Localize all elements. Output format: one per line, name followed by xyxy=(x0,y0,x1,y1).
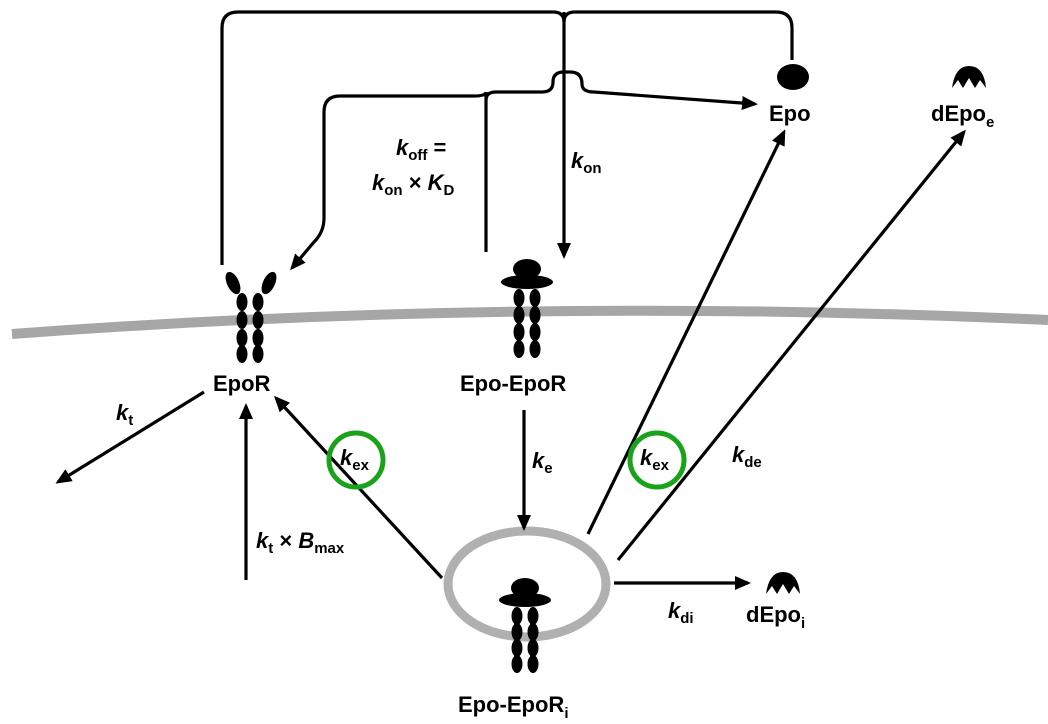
label-kt: kt xyxy=(116,400,133,429)
arrow-epo-epor-to-epo xyxy=(486,72,755,104)
label-ke: ke xyxy=(532,448,553,477)
label-kt-bmax: kt × Bmax xyxy=(256,528,345,557)
label-epo: Epo xyxy=(769,101,811,126)
depo-e-icon xyxy=(952,66,986,88)
arrow-kt xyxy=(58,392,204,482)
label-depo-e: dEpoe xyxy=(931,101,994,131)
arrow-koff xyxy=(292,92,486,268)
label-epo-epor: Epo-EpoR xyxy=(460,371,566,396)
depo-i-icon xyxy=(766,572,800,594)
label-koff: koff = xyxy=(396,135,446,164)
label-epor: EpoR xyxy=(213,371,271,396)
arrow-kde xyxy=(618,132,964,560)
label-kex-right: kex xyxy=(640,445,670,474)
label-kdi: kdi xyxy=(668,598,694,627)
label-kon-times-kd: kon × KD xyxy=(372,170,455,199)
epo-epor-i-complex-icon xyxy=(499,578,551,673)
label-epo-epor-i: Epo-EpoRi xyxy=(458,692,569,722)
label-kon: kon xyxy=(571,148,602,177)
label-kex-left: kex xyxy=(340,445,370,474)
epo-ligand-icon xyxy=(777,64,809,90)
label-depo-i: dEpoi xyxy=(746,602,805,632)
label-kde: kde xyxy=(732,442,762,471)
arrow-epor-to-epo-binding xyxy=(222,12,792,265)
